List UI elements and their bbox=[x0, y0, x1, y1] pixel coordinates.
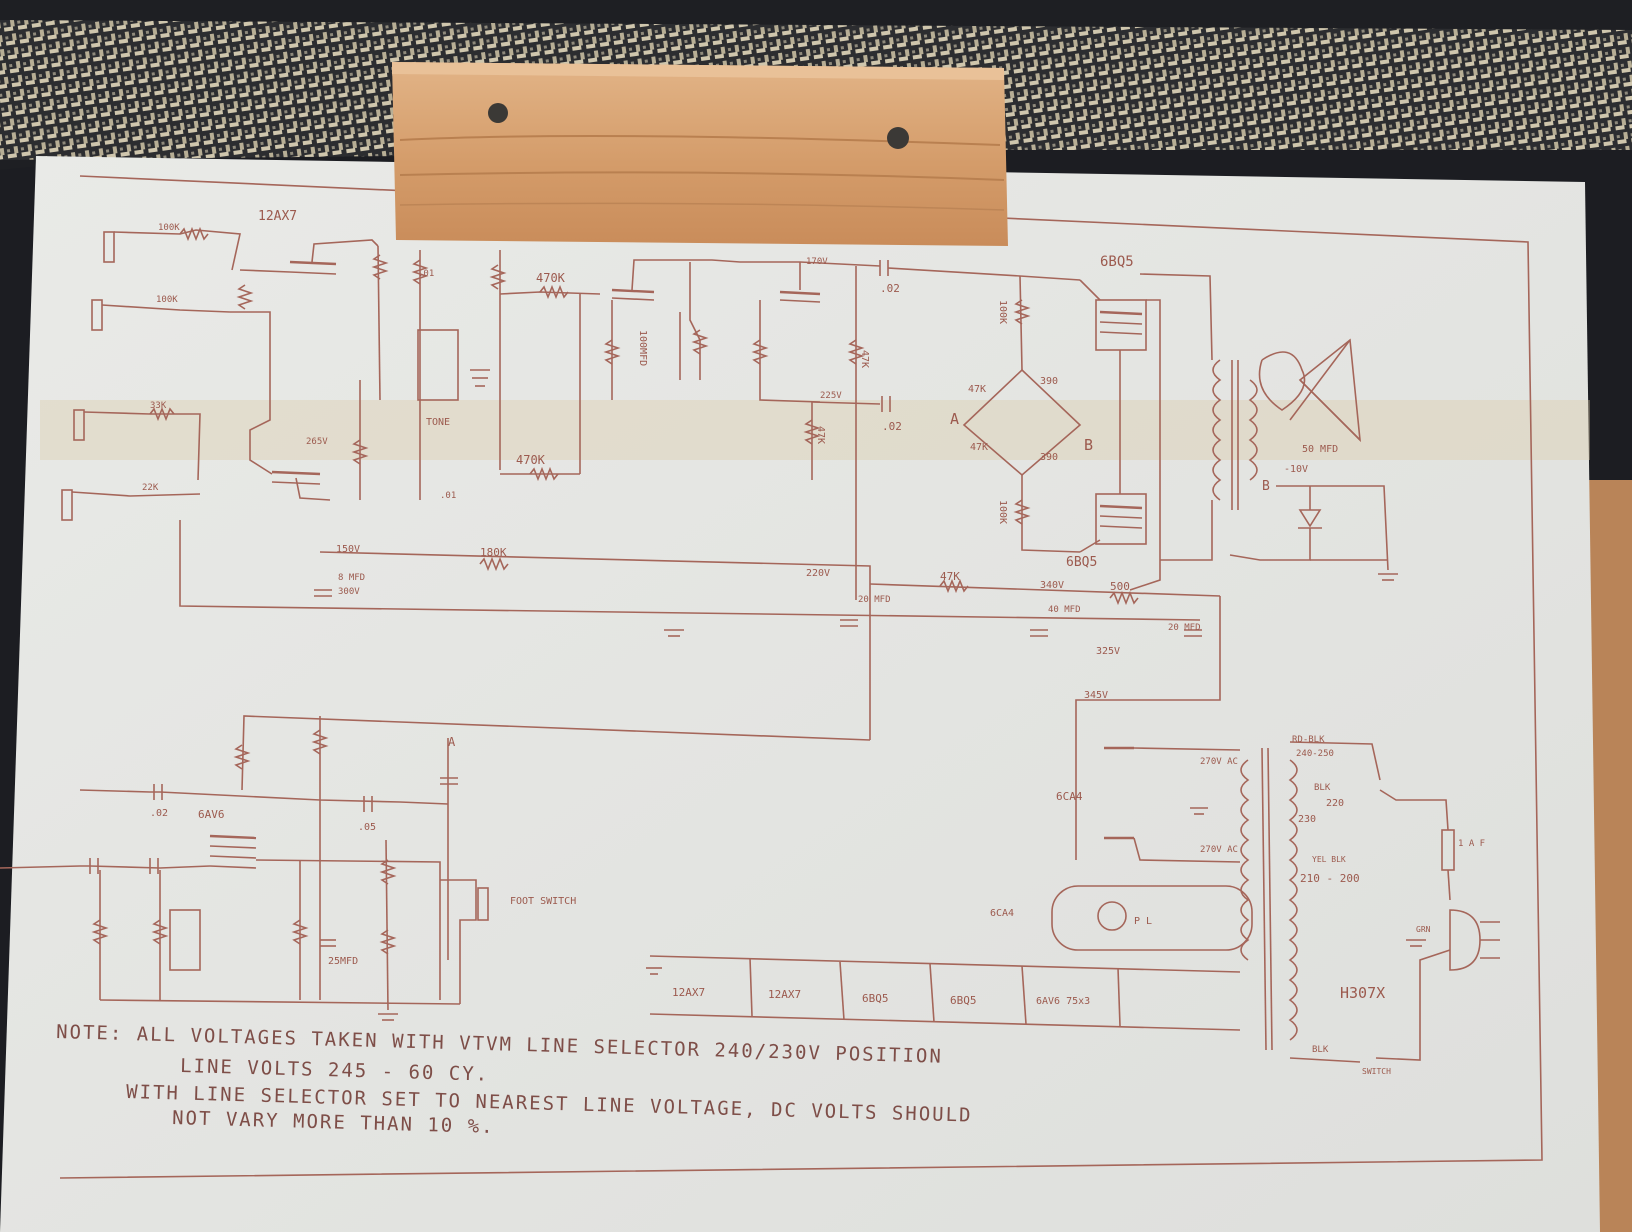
c02-lower: .02 bbox=[882, 420, 902, 433]
heater-chain-item-1: 12AX7 bbox=[672, 986, 705, 999]
c100mfd-label: 100MFD bbox=[637, 330, 648, 366]
rd-blk-label: RD-BLK bbox=[1292, 735, 1325, 745]
heater-pilot: 6CA4 P L bbox=[990, 885, 1253, 951]
heater-chain: 12AX7 12AX7 6BQ5 6BQ5 6AV6 75x3 bbox=[646, 955, 1241, 1031]
c300v-label: 300V bbox=[338, 587, 360, 597]
r100k-bridge-bottom: 100K bbox=[997, 500, 1008, 524]
r47k-plate: 47K bbox=[859, 350, 870, 368]
tone-label: TONE bbox=[426, 417, 450, 428]
c20mfd-a-label: 20 MFD bbox=[858, 595, 891, 605]
tap-230-label: 230 bbox=[1298, 814, 1316, 825]
r22k-label: 22K bbox=[142, 483, 159, 493]
r500-label: 500 bbox=[1110, 580, 1130, 593]
speaker bbox=[1258, 338, 1362, 443]
r47k-bridge-b: 47K bbox=[970, 442, 988, 453]
v265-label: 265V bbox=[306, 437, 328, 447]
screw-left bbox=[488, 103, 508, 123]
power-supply-filter: 180K 47K 500 8 MFD 300V 20 MFD 40 MFD 20… bbox=[179, 520, 1221, 860]
tone-stack: TONE bbox=[417, 329, 490, 428]
c25mfd-label: 25MFD bbox=[328, 956, 358, 967]
tube-label-6ca4: 6CA4 bbox=[1056, 790, 1083, 803]
r100k-input-b: 100K bbox=[156, 295, 178, 305]
r470k-upper: 470K bbox=[536, 271, 566, 285]
v-neg10-label: -10V bbox=[1284, 464, 1308, 475]
c50mfd-label: 50 MFD bbox=[1302, 444, 1338, 455]
node-a-reverb: A bbox=[448, 735, 456, 749]
switch-label: SWITCH bbox=[1362, 1067, 1391, 1076]
r100k-bridge-top: 100K bbox=[997, 300, 1008, 324]
output-transformer bbox=[1160, 359, 1258, 561]
wood-block bbox=[392, 62, 1008, 246]
tube-6bq5-pair: 6BQ5 6BQ5 bbox=[1066, 254, 1213, 591]
r100k-input-a: 100K bbox=[158, 223, 180, 233]
v150-label: 150V bbox=[336, 544, 360, 555]
r390-bridge-a: 390 bbox=[1040, 376, 1058, 387]
v170-label: 170V bbox=[806, 257, 828, 267]
node-b: B bbox=[1084, 436, 1093, 454]
c40mfd-label: 40 MFD bbox=[1048, 605, 1081, 615]
tube-6ca4-rectifier: 6CA4 270V AC 270V AC bbox=[1056, 746, 1241, 863]
tube-label-6bq5-bottom: 6BQ5 bbox=[1066, 555, 1097, 570]
footswitch-label: FOOT SWITCH bbox=[510, 896, 576, 907]
power-plug: GRN bbox=[1406, 909, 1500, 971]
r47k-bridge: 47K bbox=[968, 384, 986, 395]
node-b-bias: B bbox=[1262, 479, 1270, 494]
ground-label: GRN bbox=[1416, 925, 1431, 934]
c02-reverb: .02 bbox=[150, 808, 168, 819]
tap-220-label: 220 bbox=[1326, 798, 1344, 809]
c01-b-label: .01 bbox=[440, 491, 456, 501]
power-transformer: RD-BLK 240-250 BLK 220 230 YEL BLK 210 -… bbox=[1240, 735, 1485, 1076]
tube-label-6av6: 6AV6 bbox=[198, 808, 225, 821]
c05-label: .05 bbox=[358, 822, 376, 833]
v225-label: 225V bbox=[820, 391, 842, 401]
r470k-lower: 470K bbox=[516, 453, 546, 467]
heater-chain-item-3: 6BQ5 bbox=[862, 992, 889, 1005]
c20mfd-b-label: 20 MFD bbox=[1168, 623, 1201, 633]
r47k-supply: 47K bbox=[940, 570, 960, 583]
schematic: 12AX7 TONE 470K bbox=[0, 209, 1500, 1076]
bridge-network: 100K A B 47K 390 47K 390 100K bbox=[950, 275, 1093, 553]
transformer-h307x-label: H307X bbox=[1340, 984, 1385, 1002]
r47k-cathode: 47K bbox=[815, 426, 826, 444]
tap-240-label: 240-250 bbox=[1296, 749, 1334, 759]
tube-label-6bq5-top: 6BQ5 bbox=[1100, 254, 1134, 270]
node-a: A bbox=[950, 410, 959, 428]
tube-6av6-section: 6AV6 .02 .05 2 bbox=[0, 715, 871, 1021]
blk-bottom-label: BLK bbox=[1312, 1045, 1329, 1055]
heater-6ca4-label: 6CA4 bbox=[990, 908, 1014, 919]
hv-a-label: 270V AC bbox=[1200, 757, 1238, 767]
heater-chain-item-4: 6BQ5 bbox=[950, 994, 977, 1007]
input-jacks bbox=[61, 226, 241, 521]
pilot-label: P L bbox=[1134, 916, 1152, 927]
tube-label-12ax7-a: 12AX7 bbox=[258, 209, 297, 224]
hv-b-label: 270V AC bbox=[1200, 845, 1238, 855]
v345-label: 345V bbox=[1084, 690, 1108, 701]
schematic-paper bbox=[0, 156, 1600, 1232]
heater-chain-item-2: 12AX7 bbox=[768, 988, 801, 1001]
bias-supply: 50 MFD -10V B bbox=[1229, 444, 1398, 581]
yel-blk-label: YEL BLK bbox=[1312, 855, 1346, 864]
blk-label: BLK bbox=[1314, 783, 1331, 793]
r180k-label: 180K bbox=[480, 546, 507, 559]
fuse-label: 1 A F bbox=[1458, 839, 1485, 849]
heater-chain-item-5: 6AV6 75x3 bbox=[1036, 996, 1090, 1007]
c01-a-label: .01 bbox=[418, 269, 434, 279]
tube-12ax7-first: 12AX7 bbox=[230, 209, 379, 501]
c02-upper: .02 bbox=[880, 282, 900, 295]
tube-12ax7-second: 100MFD bbox=[603, 259, 881, 403]
r33k-label: 33K bbox=[150, 401, 167, 411]
r390-bridge-b: 390 bbox=[1040, 452, 1058, 463]
c8mfd-label: 8 MFD bbox=[338, 573, 365, 583]
screw-right bbox=[887, 127, 909, 149]
v325-label: 325V bbox=[1096, 646, 1120, 657]
v340-label: 340V bbox=[1040, 580, 1064, 591]
tap-210-label: 210 - 200 bbox=[1300, 872, 1360, 885]
v220-label: 220V bbox=[806, 568, 830, 579]
